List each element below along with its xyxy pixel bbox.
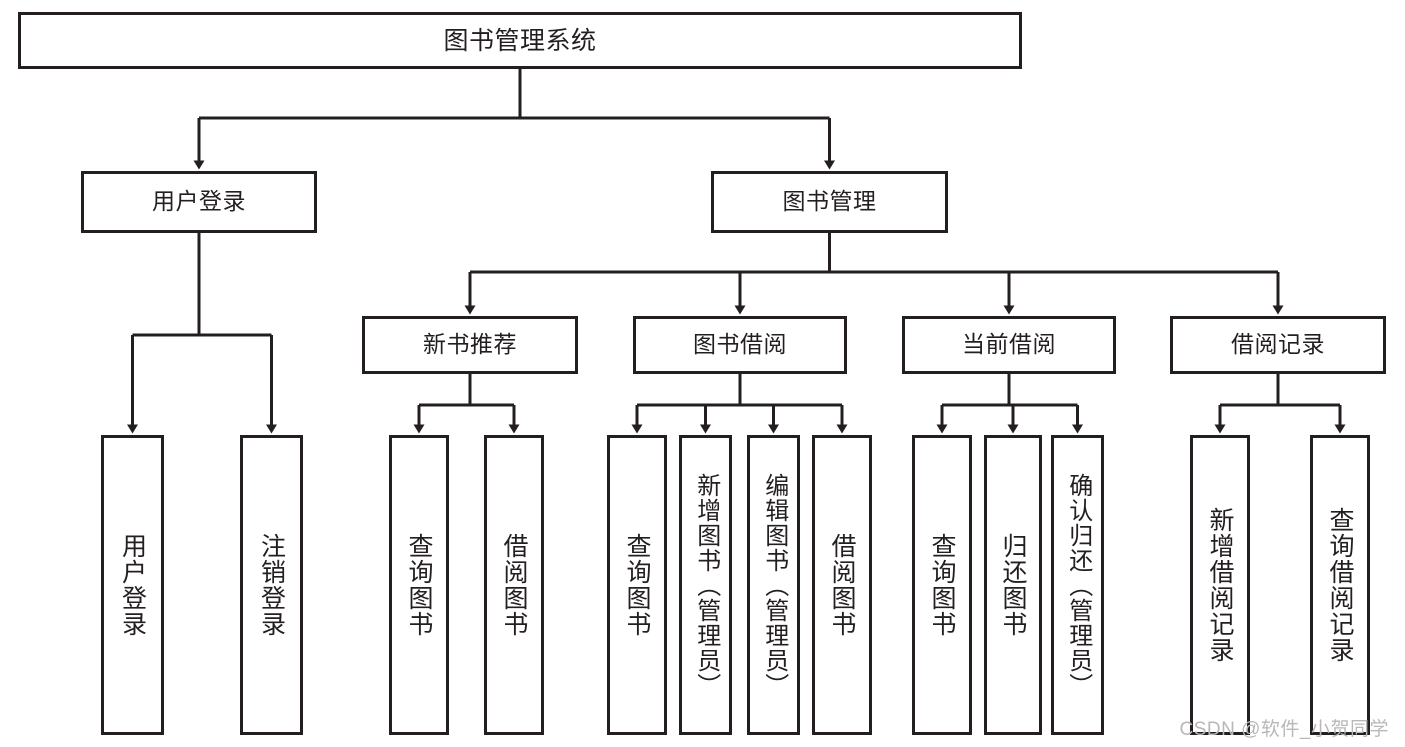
- node-leaf-query-book-1[interactable]: 查询图书: [389, 435, 449, 735]
- node-leaf-query-record[interactable]: 查询借阅记录: [1310, 435, 1370, 735]
- node-label: 当前借阅: [962, 331, 1056, 358]
- node-leaf-return-book[interactable]: 归还图书: [984, 435, 1042, 735]
- node-leaf-borrow-book-1[interactable]: 借阅图书: [484, 435, 544, 735]
- node-leaf-borrow-book-2[interactable]: 借阅图书: [812, 435, 872, 735]
- node-label: 用户登录: [152, 188, 246, 215]
- node-new-book-rec[interactable]: 新书推荐: [362, 316, 578, 374]
- node-label: 新书推荐: [423, 331, 517, 358]
- node-label: 图书借阅: [693, 331, 787, 358]
- node-label: 查询借阅记录: [1326, 507, 1354, 663]
- node-label: 查询图书: [928, 533, 956, 637]
- node-label: 图书管理: [782, 188, 877, 215]
- node-leaf-query-book-3[interactable]: 查询图书: [912, 435, 972, 735]
- node-label: 编辑图书（管理员）: [760, 472, 788, 698]
- node-label: 查询图书: [405, 533, 433, 637]
- node-label: 确认归还（管理员）: [1064, 472, 1092, 698]
- node-book-borrow[interactable]: 图书借阅: [633, 316, 847, 374]
- node-current-borrow[interactable]: 当前借阅: [902, 316, 1116, 374]
- node-borrow-record[interactable]: 借阅记录: [1170, 316, 1386, 374]
- node-leaf-query-book-2[interactable]: 查询图书: [607, 435, 667, 735]
- node-leaf-edit-book[interactable]: 编辑图书（管理员）: [747, 435, 800, 735]
- node-leaf-add-book[interactable]: 新增图书（管理员）: [679, 435, 732, 735]
- node-label: 用户登录: [118, 533, 147, 637]
- node-label: 查询图书: [623, 533, 651, 637]
- watermark-text: CSDN @软件_小贺同学: [1179, 719, 1389, 740]
- node-label: 借阅图书: [828, 533, 856, 637]
- node-leaf-user-login[interactable]: 用户登录: [101, 435, 164, 735]
- node-label: 图书管理系统: [443, 26, 597, 55]
- node-book-manage[interactable]: 图书管理: [711, 171, 948, 233]
- node-root[interactable]: 图书管理系统: [18, 12, 1022, 69]
- node-user-login[interactable]: 用户登录: [81, 171, 317, 233]
- node-leaf-logout[interactable]: 注销登录: [240, 435, 303, 735]
- node-label: 归还图书: [999, 533, 1027, 637]
- node-label: 新增图书（管理员）: [692, 472, 720, 698]
- node-label: 借阅图书: [500, 533, 528, 637]
- node-label: 借阅记录: [1231, 331, 1325, 358]
- node-leaf-add-record[interactable]: 新增借阅记录: [1190, 435, 1250, 735]
- node-label: 新增借阅记录: [1206, 507, 1234, 663]
- node-label: 注销登录: [257, 533, 286, 637]
- node-leaf-confirm-return[interactable]: 确认归还（管理员）: [1051, 435, 1104, 735]
- connector-lines: [127, 69, 1346, 434]
